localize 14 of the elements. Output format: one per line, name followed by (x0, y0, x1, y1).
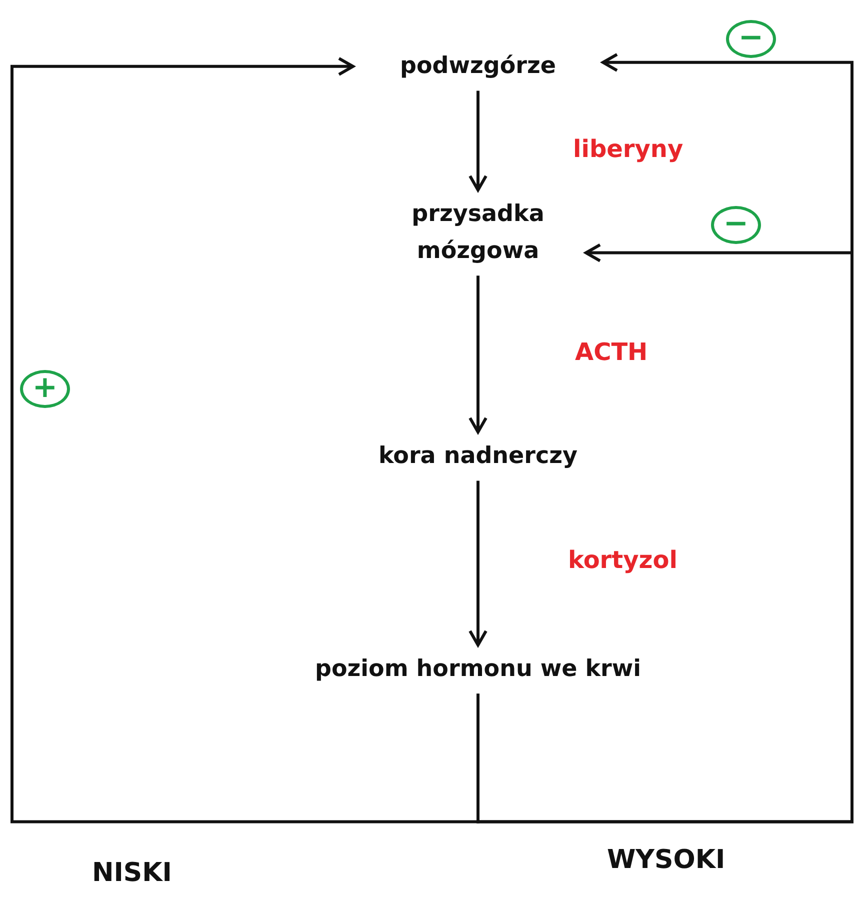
arrow (468, 480, 488, 646)
arrow (476, 243, 854, 824)
arrow (10, 56, 480, 824)
node-label: podwzgórze (399, 52, 557, 81)
node-label: poziom hormonu we krwi (314, 655, 642, 684)
minus-sign: − (711, 206, 761, 244)
arrow (468, 276, 488, 434)
level-label: WYSOKI (607, 845, 726, 875)
arrow (468, 90, 488, 192)
level-label: NISKI (92, 858, 172, 888)
minus-sign: − (726, 20, 776, 58)
plus-sign: + (20, 370, 70, 408)
node-label: przysadka mózgowa (410, 200, 546, 266)
node-label: kora nadnerczy (377, 442, 579, 471)
